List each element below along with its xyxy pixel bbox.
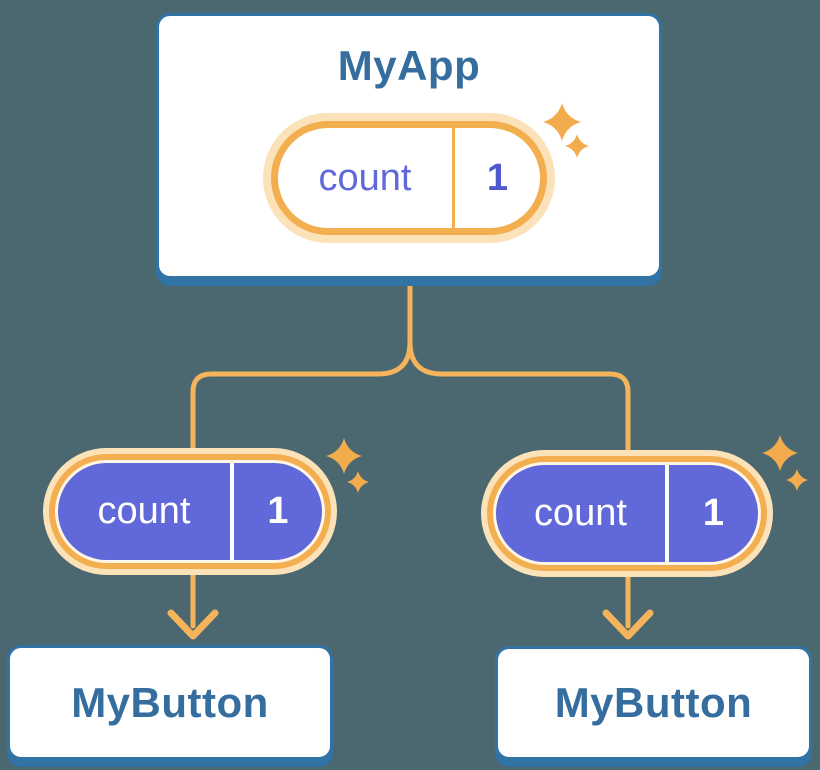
pill-body: count 1 <box>278 128 540 228</box>
component-title: MyApp <box>337 42 481 89</box>
state-name: count <box>97 490 191 532</box>
pill-ring: count 1 <box>487 456 767 571</box>
component-title: MyButton <box>71 678 269 726</box>
arrow-head-down-icon <box>167 609 219 640</box>
connector-root-to-right-child <box>407 280 631 458</box>
pill-ring: count 1 <box>49 454 331 569</box>
right-child-state-pill: count 1 <box>481 450 773 577</box>
pill-divider <box>665 465 669 562</box>
root-state-pill: count 1 <box>263 113 555 243</box>
pill-divider <box>452 128 455 228</box>
arrow-head-down-icon <box>602 609 654 640</box>
pill-ring: count 1 <box>271 121 547 235</box>
state-name: count <box>318 156 412 199</box>
state-value: 1 <box>267 490 289 532</box>
connector-root-to-left-child <box>190 280 413 458</box>
component-title: MyButton <box>554 679 753 726</box>
left-child-state-pill: count 1 <box>43 448 337 575</box>
pill-body: count 1 <box>496 465 758 562</box>
pill-divider <box>230 463 234 560</box>
pill-body: count 1 <box>58 463 322 560</box>
state-value: 1 <box>702 492 725 534</box>
state-value: 1 <box>486 156 509 199</box>
pill-inner-gap: count 1 <box>493 462 761 565</box>
right-child-component-card: MyButton <box>495 646 812 760</box>
state-name: count <box>534 492 627 534</box>
left-child-component-card: MyButton <box>7 645 333 760</box>
pill-inner-gap: count 1 <box>55 460 325 563</box>
